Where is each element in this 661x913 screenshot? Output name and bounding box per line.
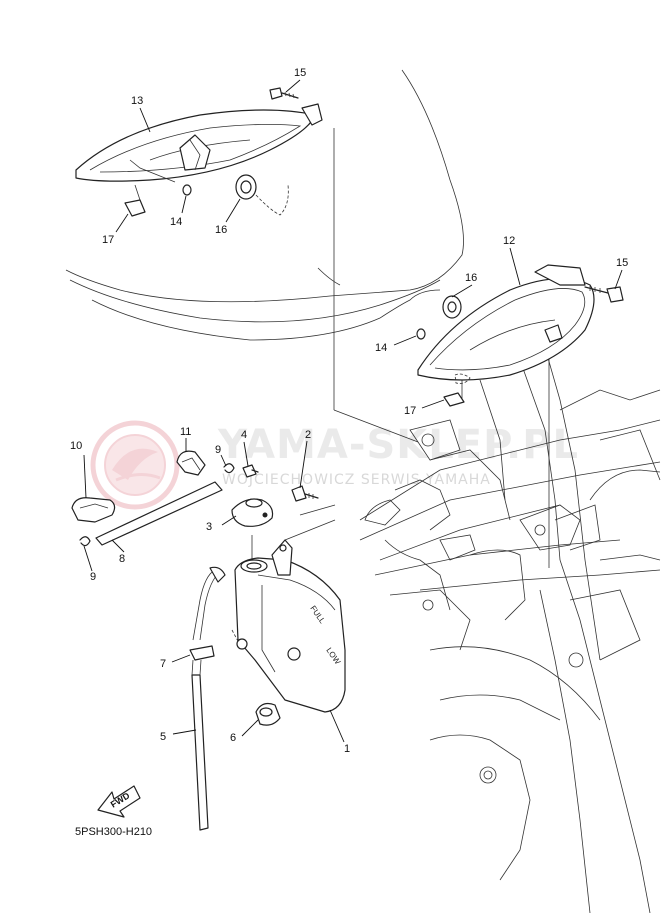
side-cover-right	[417, 264, 595, 384]
callout-12: 12	[503, 235, 515, 247]
callout-17-right: 17	[404, 405, 416, 417]
callout-2: 2	[305, 429, 311, 441]
nut-14-right	[416, 328, 426, 340]
reservoir-tank-1: FULL LOW	[234, 539, 346, 713]
callout-14-upper: 14	[170, 216, 182, 228]
watermark-logo	[90, 420, 180, 510]
callout-13: 13	[131, 95, 143, 107]
callout-10: 10	[70, 440, 82, 452]
hose-8	[95, 481, 223, 546]
callout-9-upper: 9	[215, 444, 221, 456]
watermark-title: YAMA-SKLEP.PL	[217, 422, 579, 468]
grommet-16-right	[442, 295, 462, 319]
watermark-subtitle: WOJCIECHOWICZ SERWIS YAMAHA	[222, 472, 491, 488]
bracket-10	[71, 497, 116, 523]
bolt-2	[291, 485, 319, 502]
callouts: 15 13 14 16 17 12 15 16 14 17 11 4 9 2 3…	[70, 67, 628, 755]
callout-5: 5	[160, 731, 166, 743]
callout-4: 4	[241, 429, 247, 441]
bolt-4	[242, 464, 259, 478]
callout-3: 3	[206, 521, 212, 533]
callout-15-upper: 15	[294, 67, 306, 79]
callout-17-upper: 17	[102, 234, 114, 246]
clip-17-right	[443, 392, 465, 407]
leader-lines	[83, 79, 623, 743]
clip-9-lower	[79, 536, 91, 547]
callout-16-upper: 16	[215, 224, 227, 236]
forward-arrow: FWD	[97, 785, 141, 818]
hose-clamp-7	[189, 566, 226, 661]
reservoir-cap-3	[231, 498, 274, 527]
callout-1: 1	[344, 743, 350, 755]
seat-outline	[65, 69, 464, 341]
nut-14-upper	[182, 184, 192, 196]
watermark: YAMA-SKLEP.PL WOJCIECHOWICZ SERWIS YAMAH…	[90, 420, 579, 510]
hose-5	[191, 659, 209, 831]
callout-11: 11	[180, 426, 191, 438]
callout-6: 6	[230, 732, 236, 744]
frame	[359, 329, 661, 913]
callout-7: 7	[160, 658, 166, 670]
bolt-15-upper	[269, 87, 299, 100]
side-cover-left	[75, 103, 323, 201]
clip-9-upper	[223, 463, 235, 474]
callout-16-right: 16	[465, 272, 477, 284]
grommet-6	[255, 702, 281, 726]
callout-15-right: 15	[616, 257, 628, 269]
diagram-code: 5PSH300-H210	[75, 826, 152, 838]
callout-8: 8	[119, 553, 125, 565]
bracket-11	[176, 450, 206, 476]
callout-14-right: 14	[375, 342, 387, 354]
callout-9-lower: 9	[90, 571, 96, 583]
grommet-16-upper	[235, 174, 289, 216]
clip-17-upper	[124, 199, 146, 217]
